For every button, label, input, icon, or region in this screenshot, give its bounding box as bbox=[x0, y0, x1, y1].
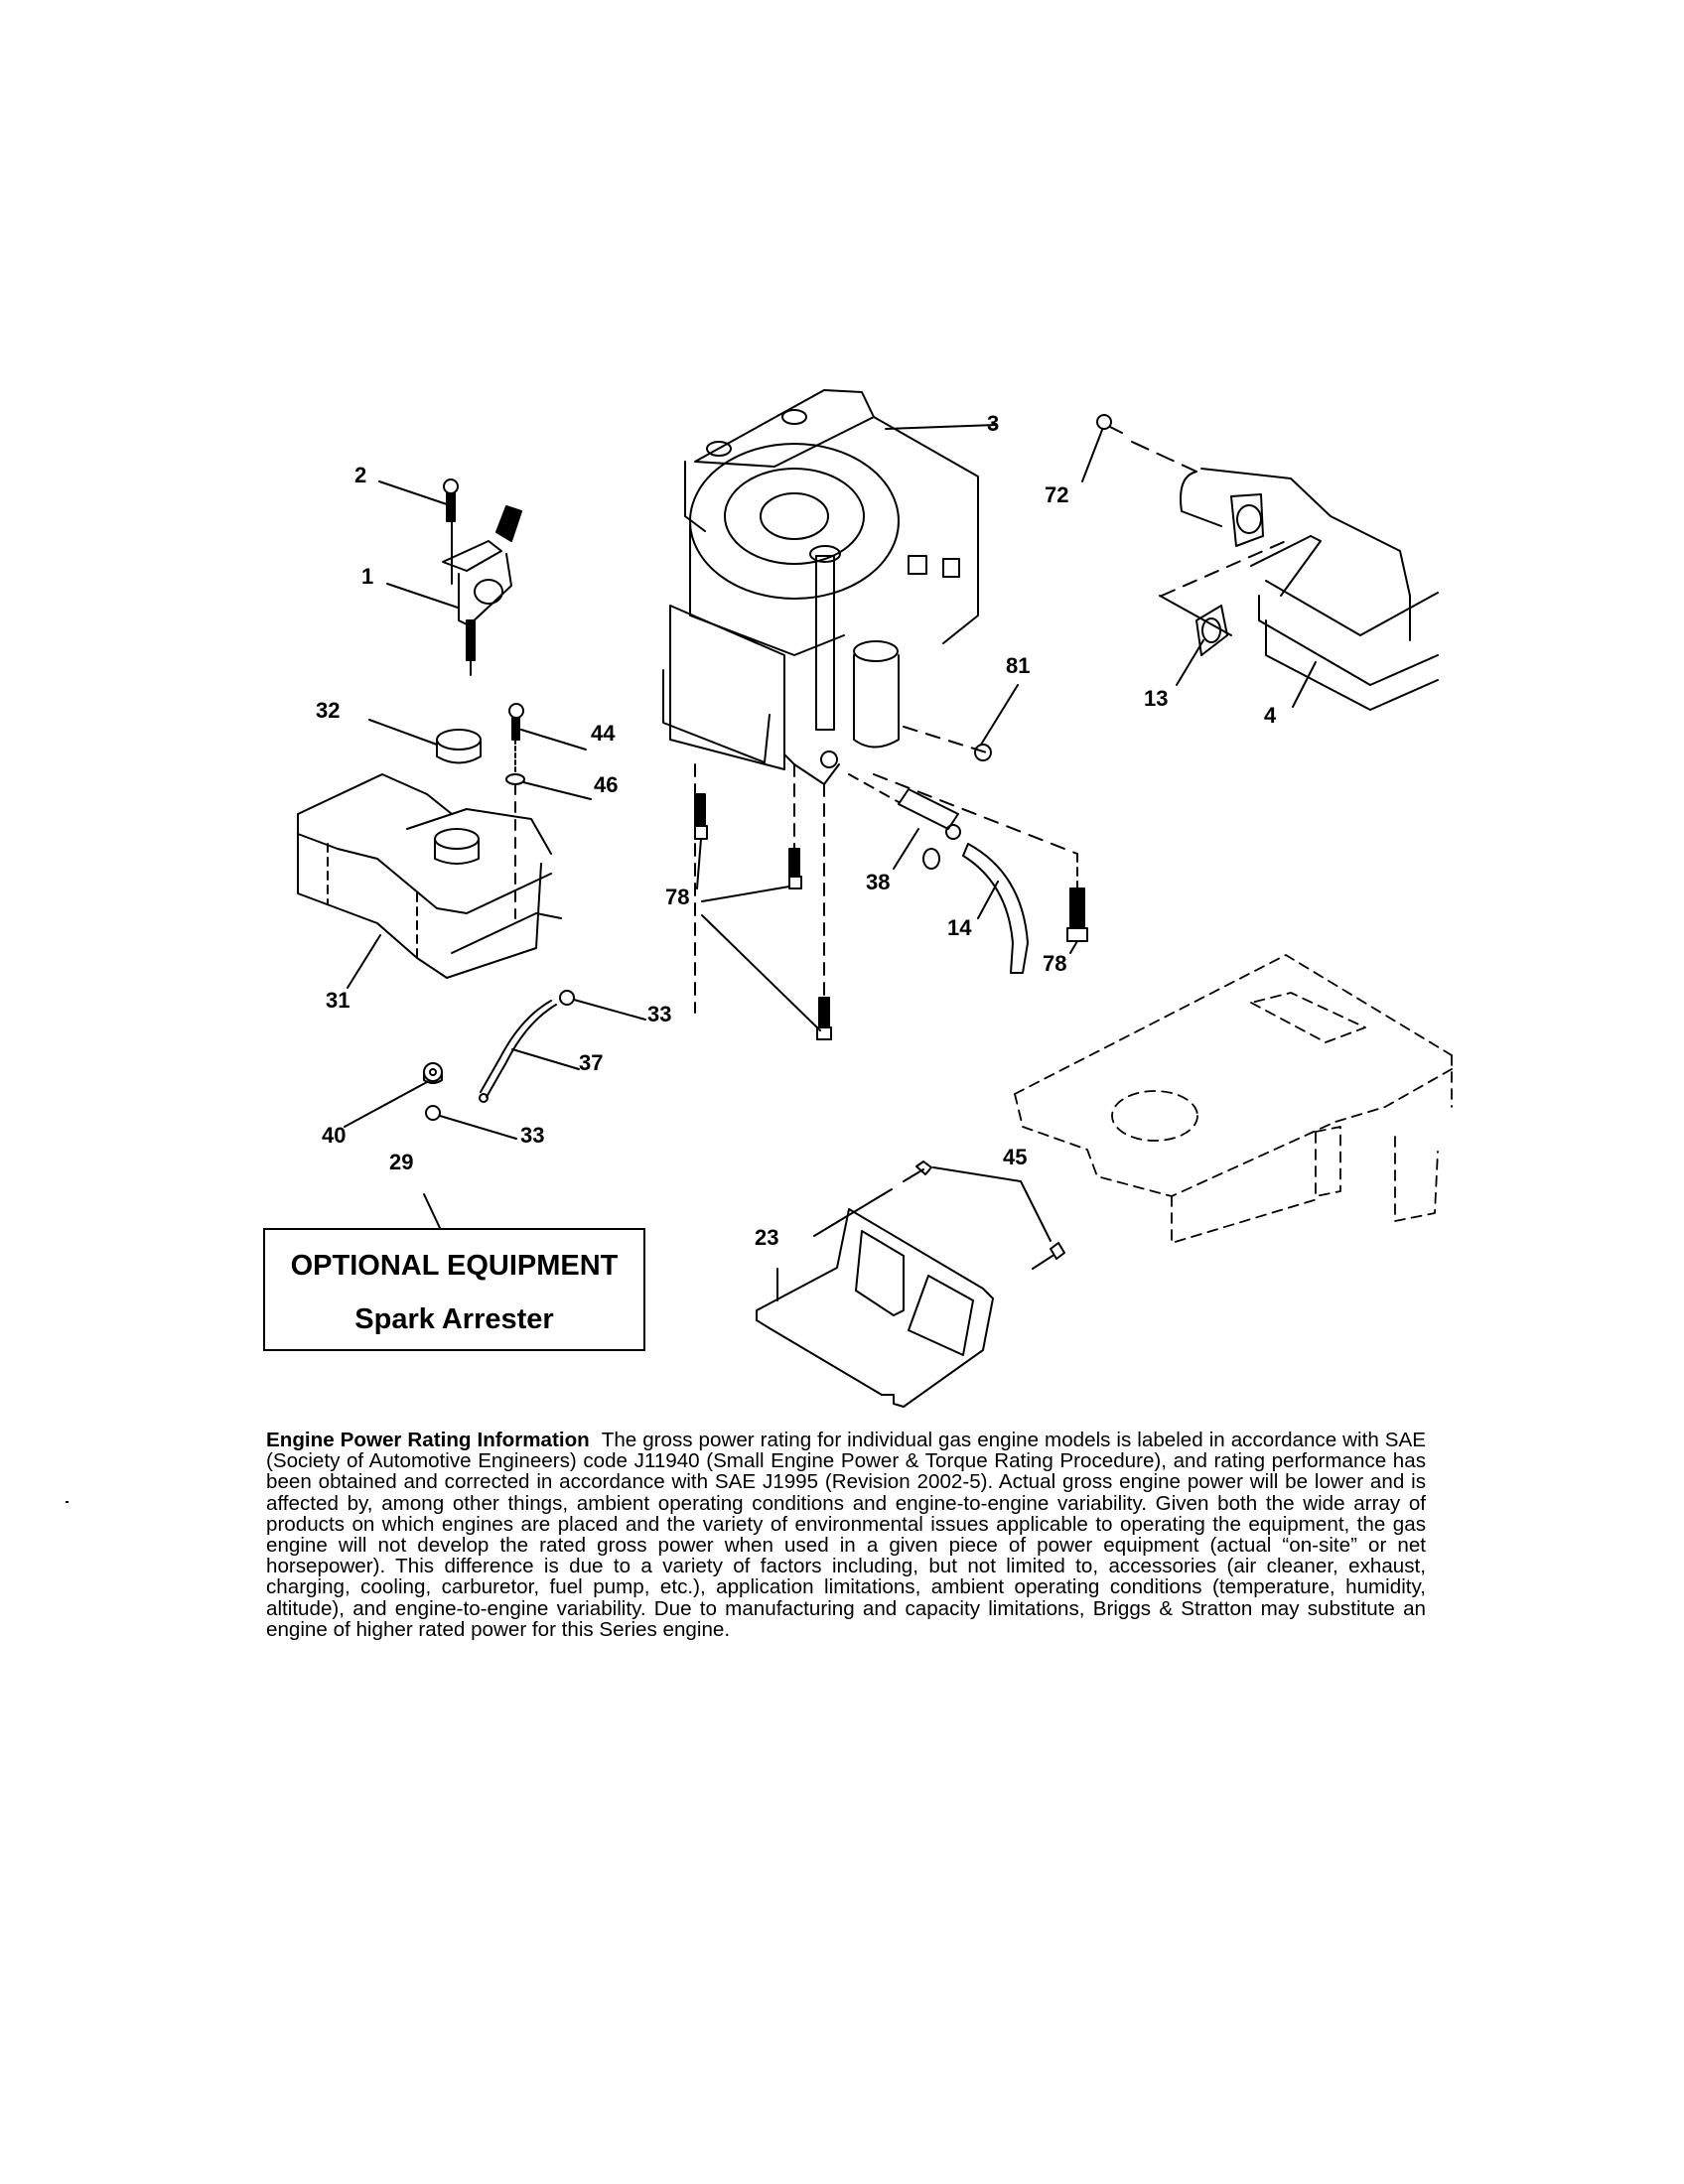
callout-33-lower: 33 bbox=[520, 1123, 545, 1148]
fasteners-icon bbox=[694, 684, 1088, 1040]
paragraph-heading: Engine Power Rating Information bbox=[266, 1429, 590, 1451]
callout-4: 4 bbox=[1264, 703, 1277, 728]
callout-31: 31 bbox=[326, 988, 351, 1013]
heat-shield-icon bbox=[756, 1160, 1065, 1408]
engine-power-rating-paragraph: Engine Power Rating Information The gros… bbox=[266, 1430, 1426, 1640]
callout-78: 78 bbox=[1043, 951, 1067, 976]
callout-23: 23 bbox=[755, 1225, 779, 1250]
callout-72: 72 bbox=[1045, 482, 1069, 507]
callout-1: 1 bbox=[361, 564, 374, 589]
fuel-tank-icon bbox=[297, 703, 592, 989]
optional-equipment-title: OPTIONAL EQUIPMENT bbox=[290, 1250, 619, 1282]
callout-3: 3 bbox=[987, 411, 1000, 436]
callout-2: 2 bbox=[354, 463, 367, 487]
callout-44: 44 bbox=[591, 721, 616, 746]
callout-33-upper: 33 bbox=[647, 1002, 672, 1026]
fuel-line-icon bbox=[344, 990, 646, 1229]
callout-29: 29 bbox=[389, 1150, 414, 1174]
optional-equipment-box: OPTIONAL EQUIPMENT Spark Arrester bbox=[263, 1228, 645, 1351]
engine-icon bbox=[662, 389, 997, 1014]
callout-32: 32 bbox=[316, 698, 341, 723]
callout-45: 45 bbox=[1003, 1145, 1028, 1169]
throttle-control-icon bbox=[378, 478, 522, 676]
stray-mark bbox=[66, 1501, 69, 1503]
frame-icon bbox=[1014, 954, 1453, 1244]
callout-40: 40 bbox=[322, 1123, 347, 1148]
callout-78-group: 78 bbox=[665, 885, 690, 909]
paragraph-body: The gross power rating for individual ga… bbox=[266, 1429, 1426, 1641]
callout-14: 14 bbox=[947, 915, 972, 940]
callout-46: 46 bbox=[594, 772, 619, 797]
muffler-icon bbox=[1081, 414, 1439, 711]
callout-38: 38 bbox=[866, 870, 891, 894]
callout-13: 13 bbox=[1144, 686, 1169, 711]
callout-81: 81 bbox=[1006, 653, 1031, 678]
callout-37: 37 bbox=[579, 1050, 604, 1075]
spark-arrester-label: Spark Arrester bbox=[354, 1303, 554, 1335]
